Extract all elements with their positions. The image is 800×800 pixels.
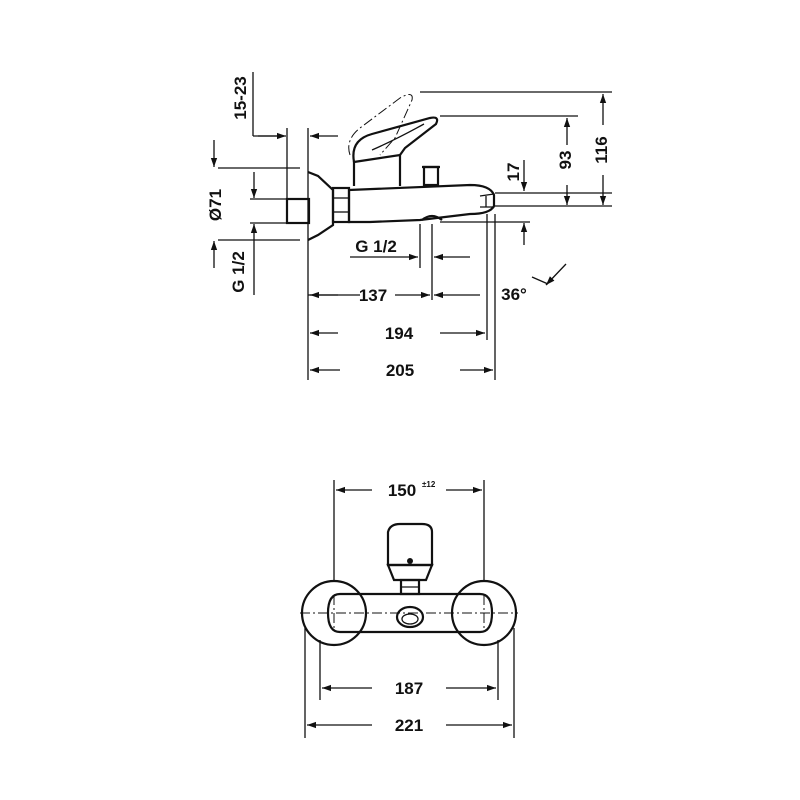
front-extension-lines <box>304 480 515 738</box>
dim-g12-spout-label: G 1/2 <box>355 237 397 256</box>
front-dimension-arrows <box>307 486 512 729</box>
dim-137-label: 137 <box>359 286 387 305</box>
side-view: 15-23 Ø71 G 1/2 G 1/2 137 194 205 17 93 … <box>206 72 612 380</box>
faucet-side-outline <box>285 94 496 241</box>
dim-150-tolerance: ±12 <box>422 480 436 489</box>
dim-187-label: 187 <box>395 679 423 698</box>
front-view: 150 ±12 187 221 <box>300 480 518 738</box>
dim-93-label: 93 <box>556 151 575 170</box>
dim-194-label: 194 <box>385 324 414 343</box>
dim-g12-left-label: G 1/2 <box>229 251 248 293</box>
dim-116-label: 116 <box>592 136 611 163</box>
dim-221-label: 221 <box>395 716 423 735</box>
dim-150-label: 150 <box>388 481 416 500</box>
dim-d71-label: Ø71 <box>206 189 225 221</box>
extension-lines <box>218 72 612 380</box>
dim-36deg-label: 36° <box>501 285 527 304</box>
faucet-front-outline <box>300 522 518 647</box>
dim-15-23-label: 15-23 <box>231 76 250 119</box>
dimension-arrows <box>210 94 607 374</box>
dim-17-label: 17 <box>504 163 523 182</box>
dim-205-label: 205 <box>386 361 414 380</box>
